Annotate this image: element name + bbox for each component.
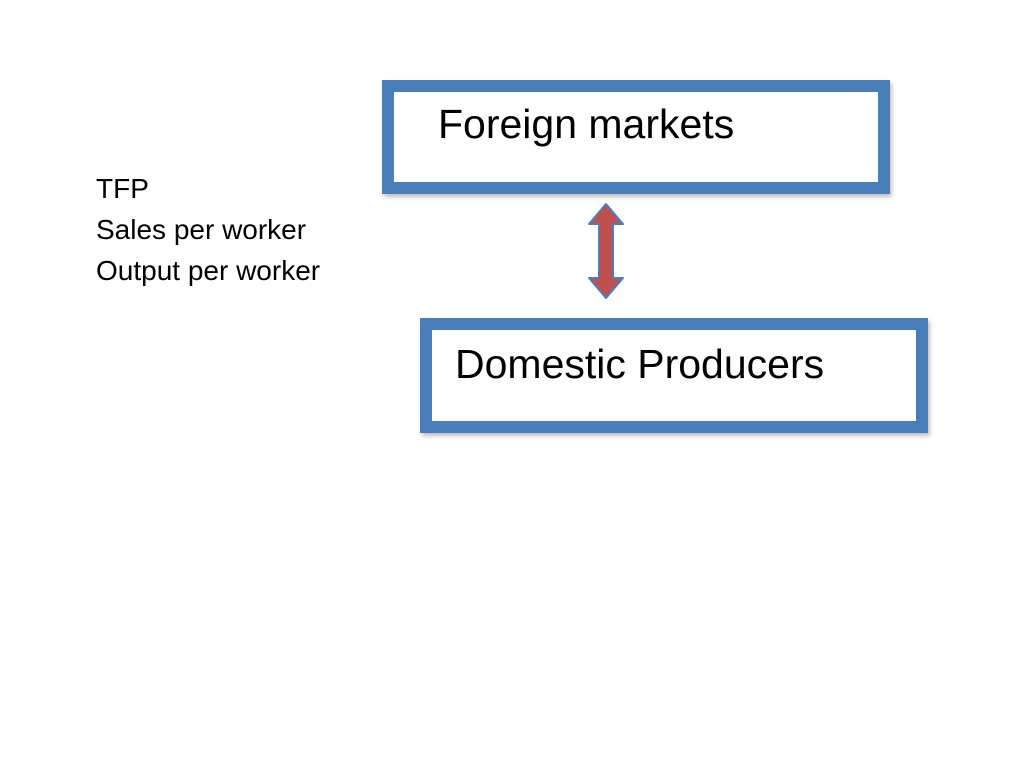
double-arrow-shape [588, 203, 624, 299]
metric-item: Sales per worker [96, 214, 307, 245]
domestic-producers-label: Domestic Producers [455, 341, 825, 387]
metric-item: Output per worker [96, 255, 321, 286]
metrics-list: TFP Sales per worker Output per worker [96, 168, 320, 291]
double-arrow-connector [588, 203, 624, 299]
domestic-producers-node: Domestic Producers [420, 318, 928, 433]
foreign-markets-label: Foreign markets [438, 101, 735, 147]
metric-item: TFP [96, 173, 149, 204]
foreign-markets-node: Foreign markets [382, 80, 890, 194]
